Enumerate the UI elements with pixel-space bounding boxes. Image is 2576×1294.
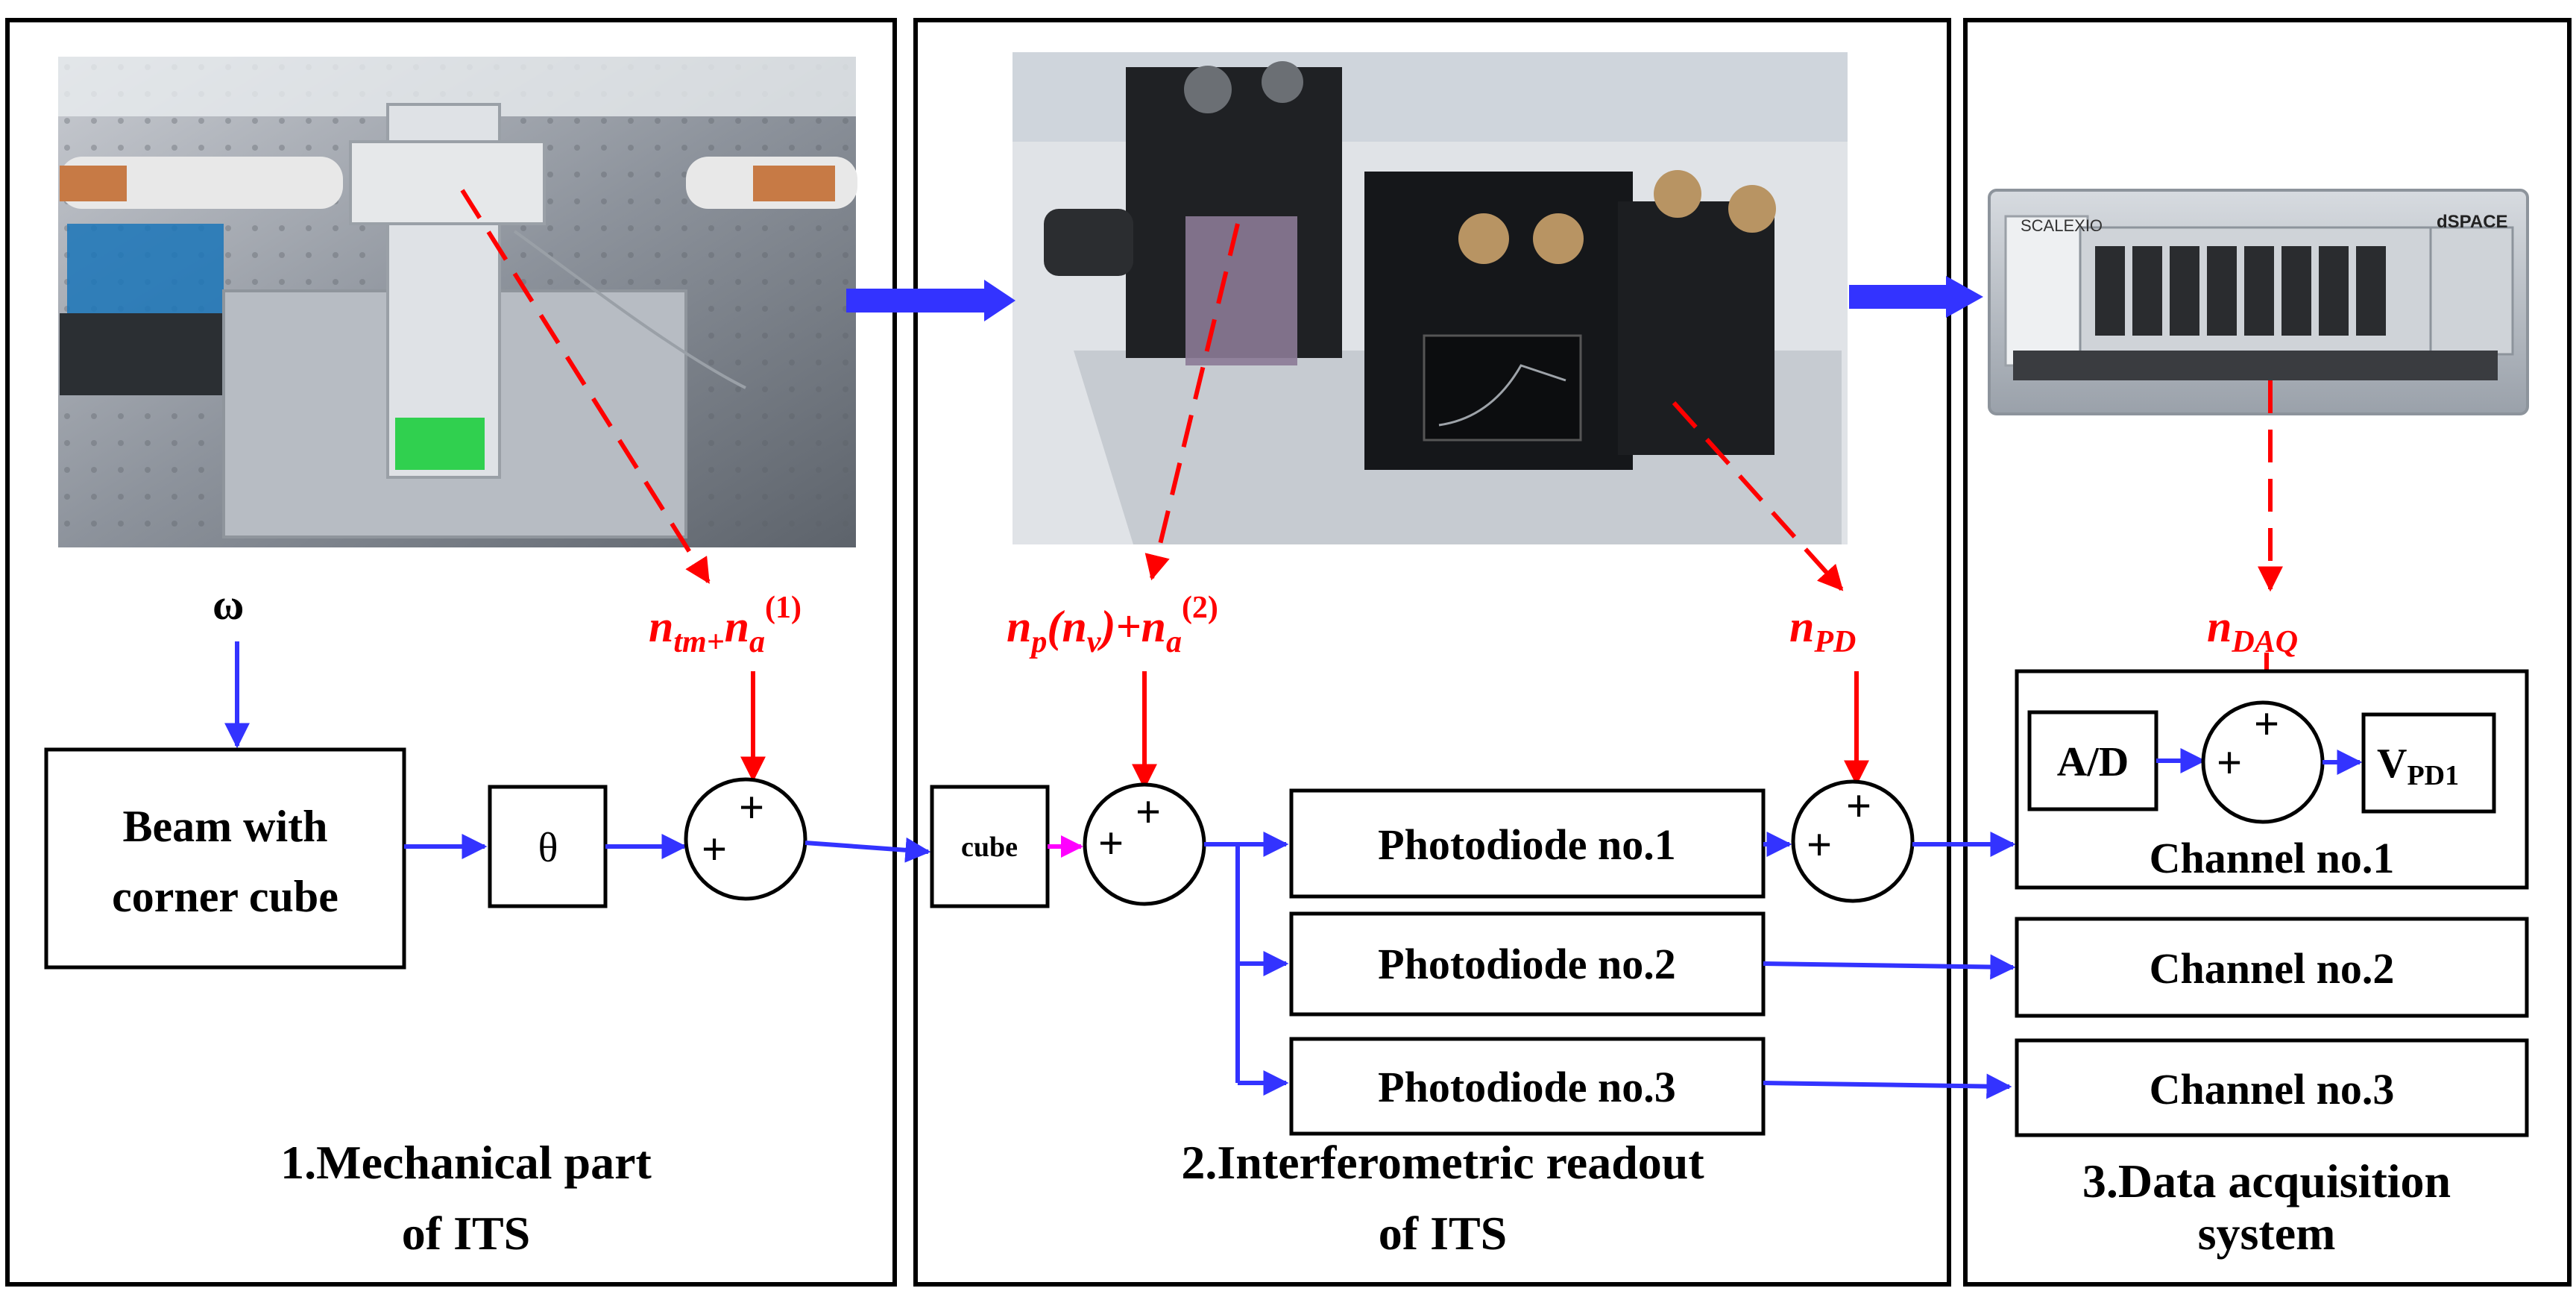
sum3-plus-top: + [1846, 782, 1871, 830]
noise-label-2: np(nv)+na(2) [1007, 591, 1218, 659]
beam-block [44, 747, 406, 970]
arrow-pd2-ch2 [1763, 954, 2016, 980]
section-frame-daq [1963, 18, 2572, 1287]
noise-link-3 [1672, 401, 1844, 591]
summing-junction-1 [684, 777, 807, 901]
theta-label: θ [538, 825, 558, 871]
noise-label-1: ntm+na(1) [649, 591, 802, 659]
photodetector-setup-photo [1013, 52, 1848, 544]
ad-label: A/D [2057, 739, 2129, 785]
photodiode-2-block [1289, 911, 1766, 1017]
arrow-pd3-ch3 [1763, 1073, 2012, 1099]
section-2-title-line2: of ITS [1379, 1207, 1508, 1260]
noise-label-4: nDAQ [2207, 602, 2298, 659]
photodiode-3-label: Photodiode no.3 [1378, 1063, 1676, 1111]
section-frame-readout [913, 18, 1951, 1287]
beam-block-label-2: corner cube [112, 872, 338, 921]
section-frame-mechanical [5, 18, 897, 1287]
channel-1-label: Channel no.1 [2150, 834, 2395, 882]
sum1-plus-top: + [739, 783, 764, 832]
summing-junction-3 [1791, 779, 1915, 903]
section-3-title-line1: 3.Data acquisition [2082, 1155, 2451, 1207]
sum4-plus-top: + [2254, 700, 2279, 748]
noise-label-3: nPD [1789, 602, 1856, 659]
section-1-title-line2: of ITS [402, 1207, 531, 1260]
omega-label: ω [212, 580, 244, 629]
theta-block [488, 785, 608, 908]
cube-block [930, 785, 1050, 908]
sum3-plus-left: + [1807, 820, 1832, 869]
mechanical-setup-photo [58, 57, 857, 547]
sum1-plus-left: + [702, 825, 727, 873]
photodiode-2-label: Photodiode no.2 [1378, 940, 1676, 988]
channel-3-label: Channel no.3 [2150, 1065, 2395, 1114]
ad-block [2027, 710, 2158, 811]
flow-arrow-2-head [1946, 276, 1983, 318]
arrow-sum1-cube [804, 837, 931, 863]
section-2-title-line1: 2.Interferometric readout [1181, 1136, 1704, 1189]
channel-2-label: Channel no.2 [2150, 944, 2395, 993]
channel-2-box [2015, 917, 2529, 1018]
vpd1-block [2361, 712, 2496, 814]
channel-3-box [2015, 1038, 2529, 1137]
dspace-brand: dSPACE [2437, 212, 2508, 232]
sum2-plus-left: + [1098, 819, 1124, 867]
photodiode-1-label: Photodiode no.1 [1378, 820, 1676, 869]
section-3-title-line2: system [2198, 1207, 2336, 1260]
sum2-plus-top: + [1136, 788, 1161, 836]
photodiode-1-block [1289, 788, 1766, 899]
sum4-plus-left: + [2217, 738, 2242, 787]
beam-block-label-1: Beam with [123, 802, 328, 851]
flow-arrow-1-head [984, 280, 1015, 321]
section-1-title-line1: 1.Mechanical part [280, 1136, 652, 1189]
scalexio-brand: SCALEXIO [2021, 216, 2103, 235]
noise-link-2 [1144, 223, 1240, 581]
dspace-scalexio-photo: SCALEXIO dSPACE [1988, 189, 2529, 415]
noise-link-1 [460, 189, 711, 584]
photodiode-3-block [1289, 1037, 1766, 1136]
cube-label: cube [961, 832, 1018, 863]
vpd1-label: VPD1 [2377, 741, 2459, 791]
